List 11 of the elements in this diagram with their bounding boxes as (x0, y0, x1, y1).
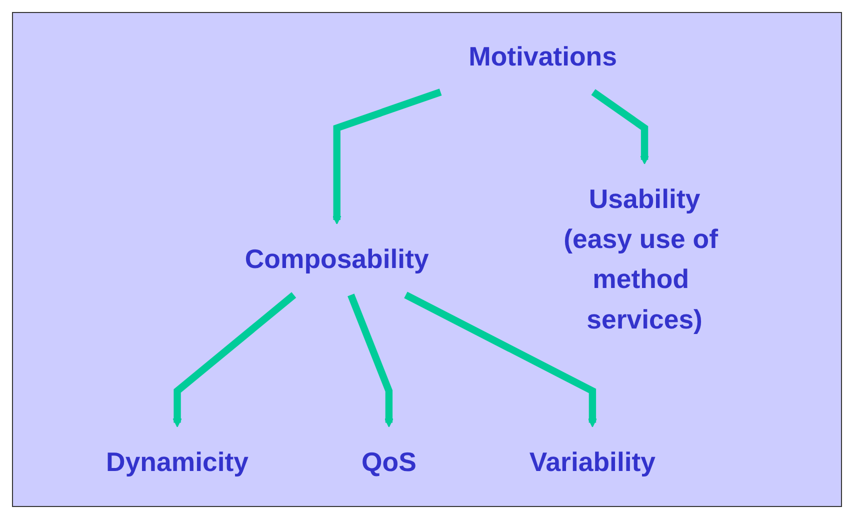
node-text: Composability (245, 244, 430, 274)
arrow (348, 294, 394, 428)
node-text: QoS (362, 446, 417, 478)
arrow (173, 292, 296, 428)
arrow (592, 89, 650, 164)
node-text: Variability (530, 446, 656, 478)
node-text: Usability (easy use of method services) (564, 183, 718, 334)
arrow (332, 88, 442, 224)
node-text: Motivations (468, 40, 618, 72)
node-text: Dynamicity (106, 446, 249, 478)
arrow (404, 292, 598, 428)
